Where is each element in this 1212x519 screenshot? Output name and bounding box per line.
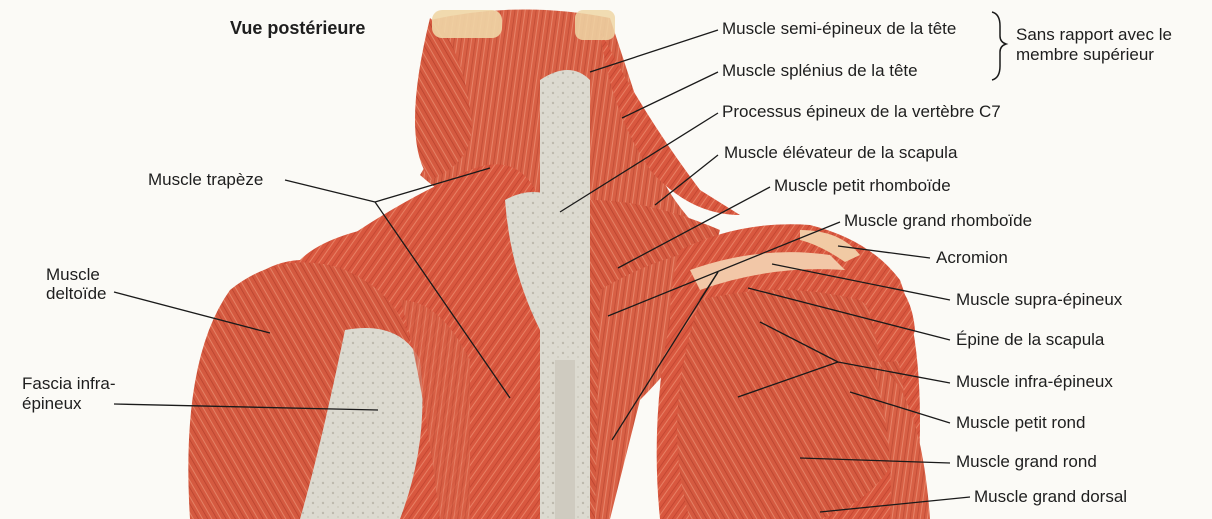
label-elevateur: Muscle élévateur de la scapula — [724, 143, 957, 163]
label-infra-epineux: Muscle infra-épineux — [956, 372, 1113, 392]
label-supra-epineux: Muscle supra-épineux — [956, 290, 1122, 310]
label-sans-rapport-line2: membre supérieur — [1016, 45, 1154, 65]
label-grand-dorsal: Muscle grand dorsal — [974, 487, 1127, 507]
label-grand-rhomboide: Muscle grand rhomboïde — [844, 211, 1032, 231]
label-fascia-line2: épineux — [22, 394, 82, 414]
label-splenius: Muscle splénius de la tête — [722, 61, 918, 81]
label-deltoide-line2: deltoïde — [46, 284, 107, 304]
label-fascia-line1: Fascia infra- — [22, 374, 116, 394]
label-epine-scapula: Épine de la scapula — [956, 330, 1104, 350]
label-petit-rond: Muscle petit rond — [956, 413, 1085, 433]
label-sans-rapport-line1: Sans rapport avec le — [1016, 25, 1172, 45]
figure-title: Vue postérieure — [230, 18, 365, 38]
label-acromion: Acromion — [936, 248, 1008, 268]
label-trapeze: Muscle trapèze — [148, 170, 263, 190]
label-grand-rond: Muscle grand rond — [956, 452, 1097, 472]
label-processus-c7: Processus épineux de la vertèbre C7 — [722, 102, 1001, 122]
label-semi-epineux: Muscle semi-épineux de la tête — [722, 19, 956, 39]
label-deltoide-line1: Muscle — [46, 265, 100, 285]
label-petit-rhomboide: Muscle petit rhomboïde — [774, 176, 951, 196]
